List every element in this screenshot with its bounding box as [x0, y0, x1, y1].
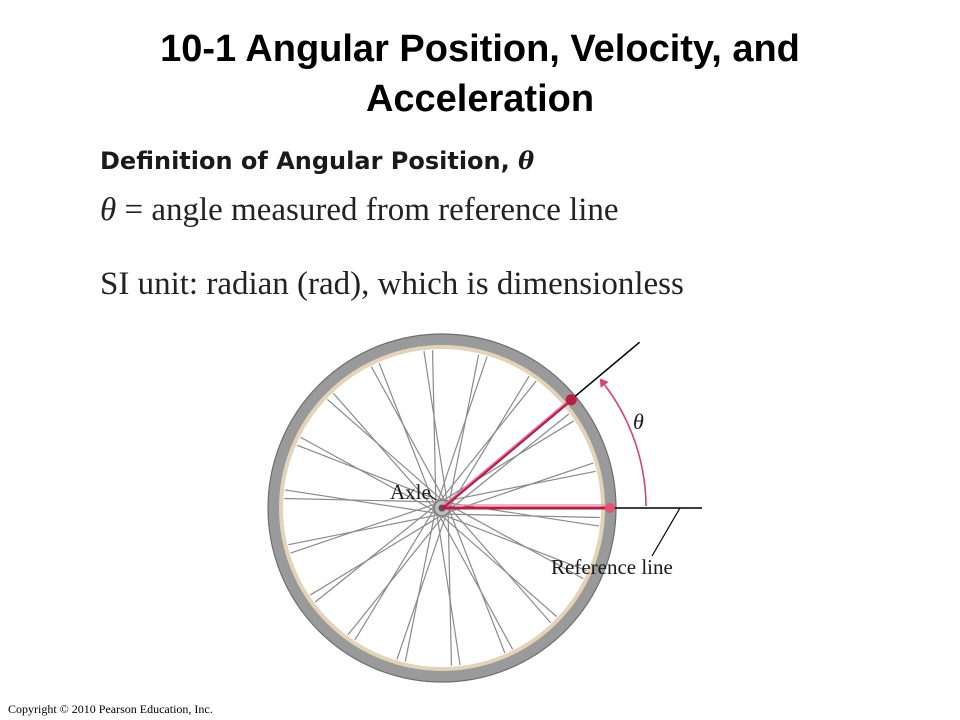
wheel-spoke	[288, 513, 444, 546]
wheel-spoke	[326, 398, 447, 504]
wheel-spoke	[439, 513, 588, 572]
wheel-spoke	[370, 366, 448, 506]
wheel-spoke	[332, 392, 438, 513]
copyright-notice: Copyright © 2010 Pearson Education, Inc.	[8, 702, 213, 716]
wheel-spoke	[284, 489, 442, 515]
position-radius	[440, 397, 574, 510]
wheel-spoke	[290, 501, 441, 554]
wheel-spoke	[296, 444, 445, 503]
wheel-spoke	[441, 513, 600, 519]
wheel-spoke	[447, 507, 453, 666]
wheel-spoke	[354, 504, 438, 641]
wheel-spoke	[396, 509, 449, 660]
equation-text: angle measured from reference line	[151, 192, 619, 228]
definition-heading-text: Definition of Angular Position,	[100, 147, 510, 175]
wheel-spoke	[309, 512, 446, 596]
axle-leader-line	[427, 493, 437, 501]
angle-theta-label: θ	[633, 409, 644, 434]
wheel-spoke	[435, 508, 461, 666]
wheel-spoke	[431, 350, 437, 509]
angle-arc	[603, 384, 647, 507]
wheel-spoke	[437, 512, 558, 618]
wheel-spoke	[442, 501, 600, 527]
wheel-spoke	[436, 380, 537, 505]
angle-definition-equation: θ = angle measured from reference line	[100, 192, 619, 229]
wheel-spoke	[347, 511, 448, 636]
wheel-spokes	[284, 350, 600, 666]
wheel-spoke	[378, 362, 437, 511]
reference-leader-line	[651, 507, 681, 557]
wheel-spoke	[314, 502, 439, 603]
angle-arc-arrowhead	[599, 378, 609, 388]
definition-theta-symbol: θ	[518, 146, 535, 175]
wheel-spoke	[446, 503, 552, 624]
wheel-spoke	[438, 420, 575, 504]
wheel-spoke	[446, 375, 530, 512]
definition-heading: Definition of Angular Position, θ	[100, 146, 534, 175]
angular-position-line	[571, 341, 641, 400]
wheel-spoke	[300, 436, 440, 514]
slide-title: 10-1 Angular Position, Velocity, and Acc…	[160, 28, 800, 120]
reference-line-label: Reference line	[551, 555, 673, 579]
position-radius-highlight	[443, 395, 575, 506]
wheel-spoke	[435, 356, 488, 507]
equation-equals: =	[124, 192, 144, 228]
wheel-spoke	[404, 506, 437, 662]
wheel-spoke	[440, 470, 596, 503]
wheel-spoke	[445, 413, 570, 514]
equation-theta-symbol: θ	[100, 192, 117, 228]
wheel-spoke	[284, 497, 443, 503]
wheel-spoke	[436, 510, 514, 650]
axle-label: Axle	[390, 480, 431, 504]
wheel-spoke	[447, 505, 506, 654]
wheel-spoke	[423, 350, 449, 508]
wheel-spoke	[447, 354, 480, 510]
si-unit-text: SI unit: radian (rad), which is dimensio…	[100, 266, 684, 302]
reference-point-marker	[605, 503, 615, 513]
position-point-marker	[565, 394, 577, 406]
wheel-spoke	[444, 502, 584, 580]
